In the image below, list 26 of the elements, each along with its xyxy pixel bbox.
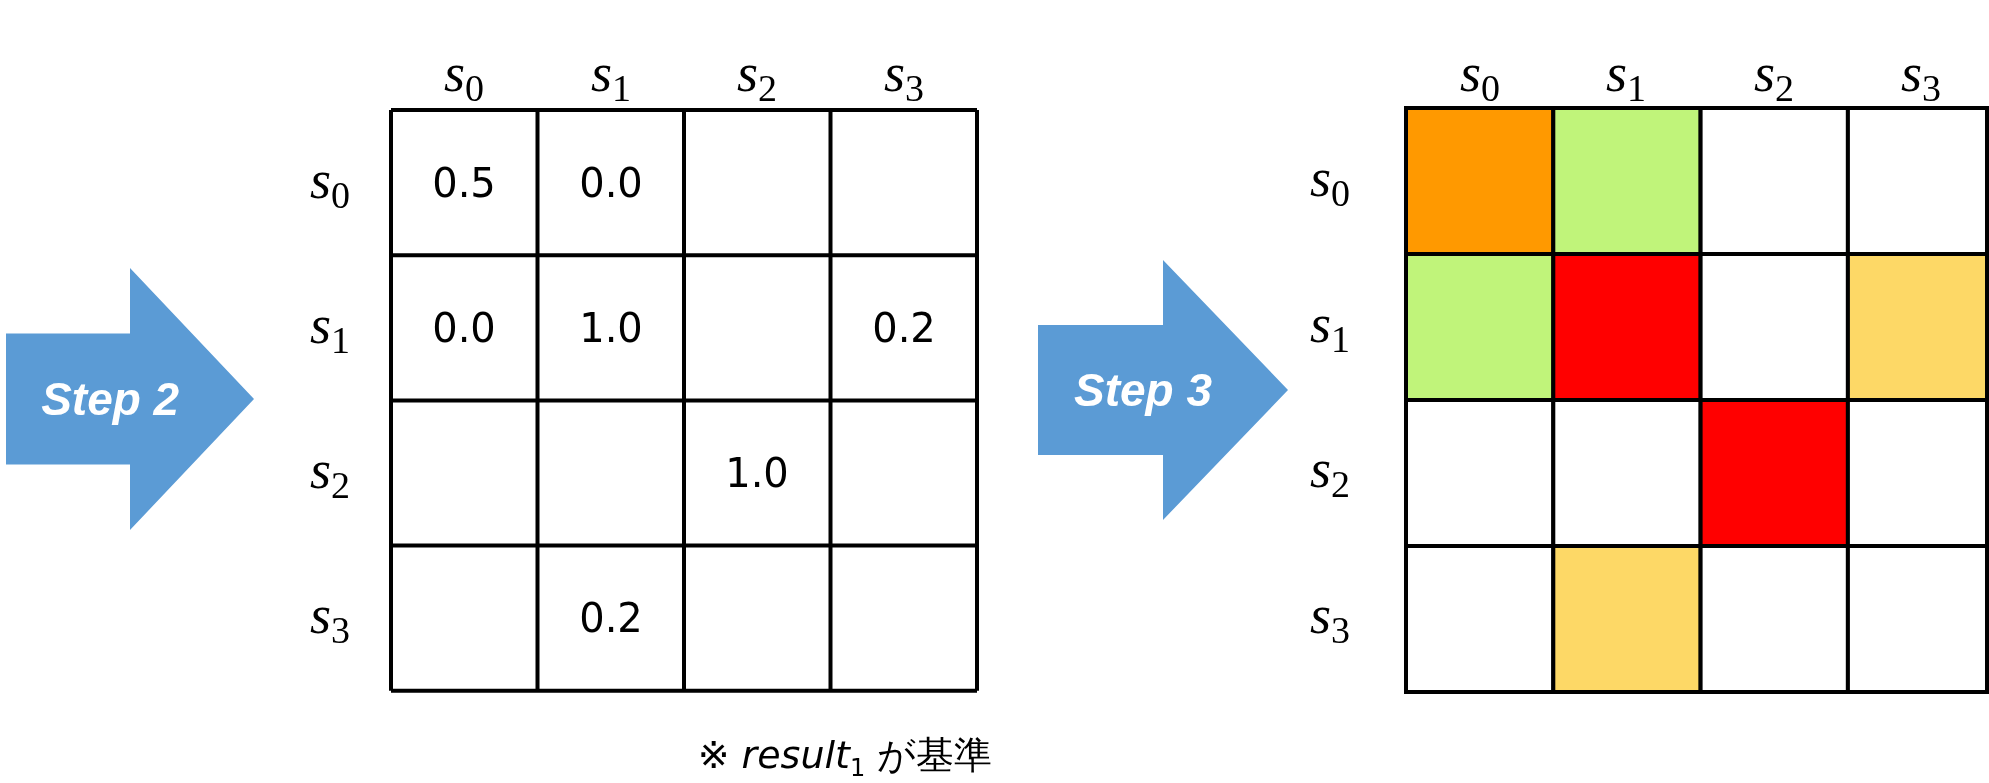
matrix-index-label: s$_{2}$ (1310, 441, 1350, 503)
matrix-index-label: s$_{0}$ (310, 152, 350, 214)
matrix-index-label: s$_{0}$ (444, 45, 484, 107)
matrix-index-label: s$_{3}$ (884, 45, 924, 107)
cell-value: 1.0 (579, 308, 643, 348)
matrix-index-label: s$_{2}$ (737, 45, 777, 107)
matrix-index-label: s$_{1}$ (591, 45, 631, 107)
cell-value: 0.0 (579, 163, 643, 203)
footnote: ※ result$_{1}$ が基準 (697, 735, 993, 781)
cell-value: 0.0 (432, 308, 496, 348)
matrix-index-label: s$_{0}$ (1460, 45, 1500, 107)
cell-value: 0.5 (432, 163, 496, 203)
matrix-index-label: s$_{1}$ (1310, 296, 1350, 358)
matrix-index-label: s$_{3}$ (1901, 45, 1941, 107)
step-label: Step 3 (1074, 363, 1212, 417)
cell-value: 1.0 (725, 453, 789, 493)
matrix-index-label: s$_{1}$ (310, 297, 350, 359)
matrix-index-label: s$_{3}$ (310, 587, 350, 649)
matrix-index-label: s$_{0}$ (1310, 150, 1350, 212)
cell-value: 0.2 (579, 598, 643, 638)
matrix-index-label: s$_{2}$ (310, 442, 350, 504)
step-label: Step 2 (41, 372, 180, 426)
cell-value: 0.2 (872, 308, 936, 348)
matrix-index-label: s$_{2}$ (1754, 45, 1794, 107)
matrix-index-label: s$_{3}$ (1310, 587, 1350, 649)
matrix-index-label: s$_{1}$ (1606, 45, 1646, 107)
